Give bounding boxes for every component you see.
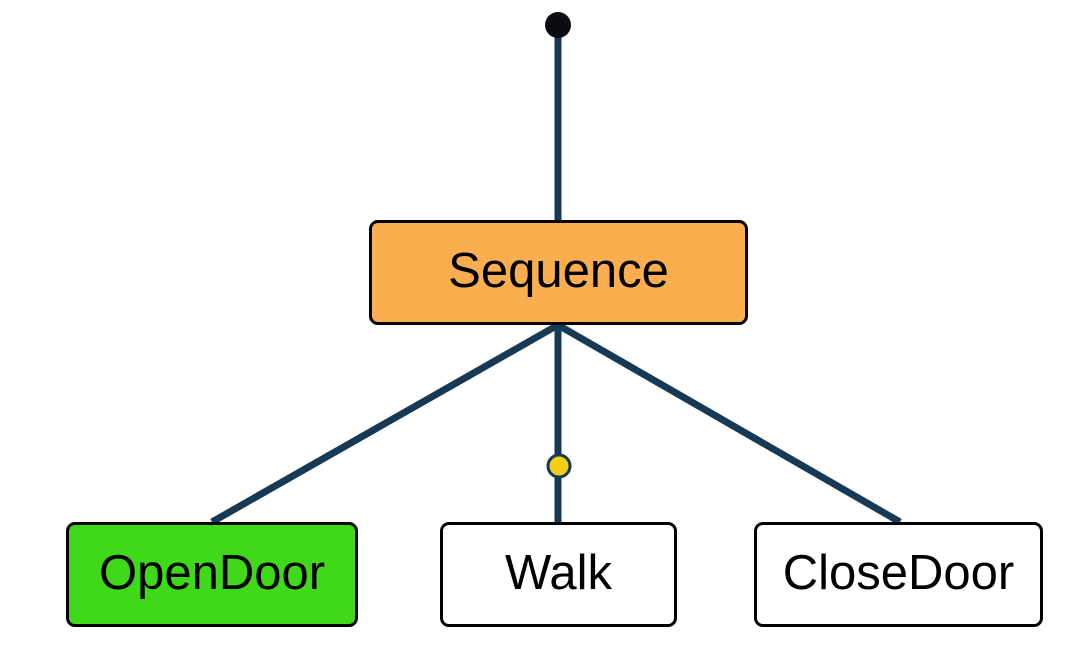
node-close-door[interactable]: CloseDoor [754, 522, 1043, 627]
edges-group [210, 25, 902, 526]
node-open-door[interactable]: OpenDoor [66, 522, 358, 627]
node-walk-label: Walk [504, 546, 613, 600]
node-sequence-label: Sequence [448, 244, 669, 298]
sequence-to-open-door [210, 321, 560, 526]
root-marker-group [545, 12, 571, 38]
root-node-icon [545, 12, 571, 38]
sequence-to-close-door [556, 321, 902, 526]
node-sequence[interactable]: Sequence [369, 220, 748, 325]
node-close-door-label: CloseDoor [782, 546, 1015, 600]
node-open-door-label: OpenDoor [98, 546, 326, 600]
node-walk[interactable]: Walk [440, 522, 677, 627]
status-markers-group [546, 453, 572, 479]
running-marker-walk [546, 453, 572, 479]
